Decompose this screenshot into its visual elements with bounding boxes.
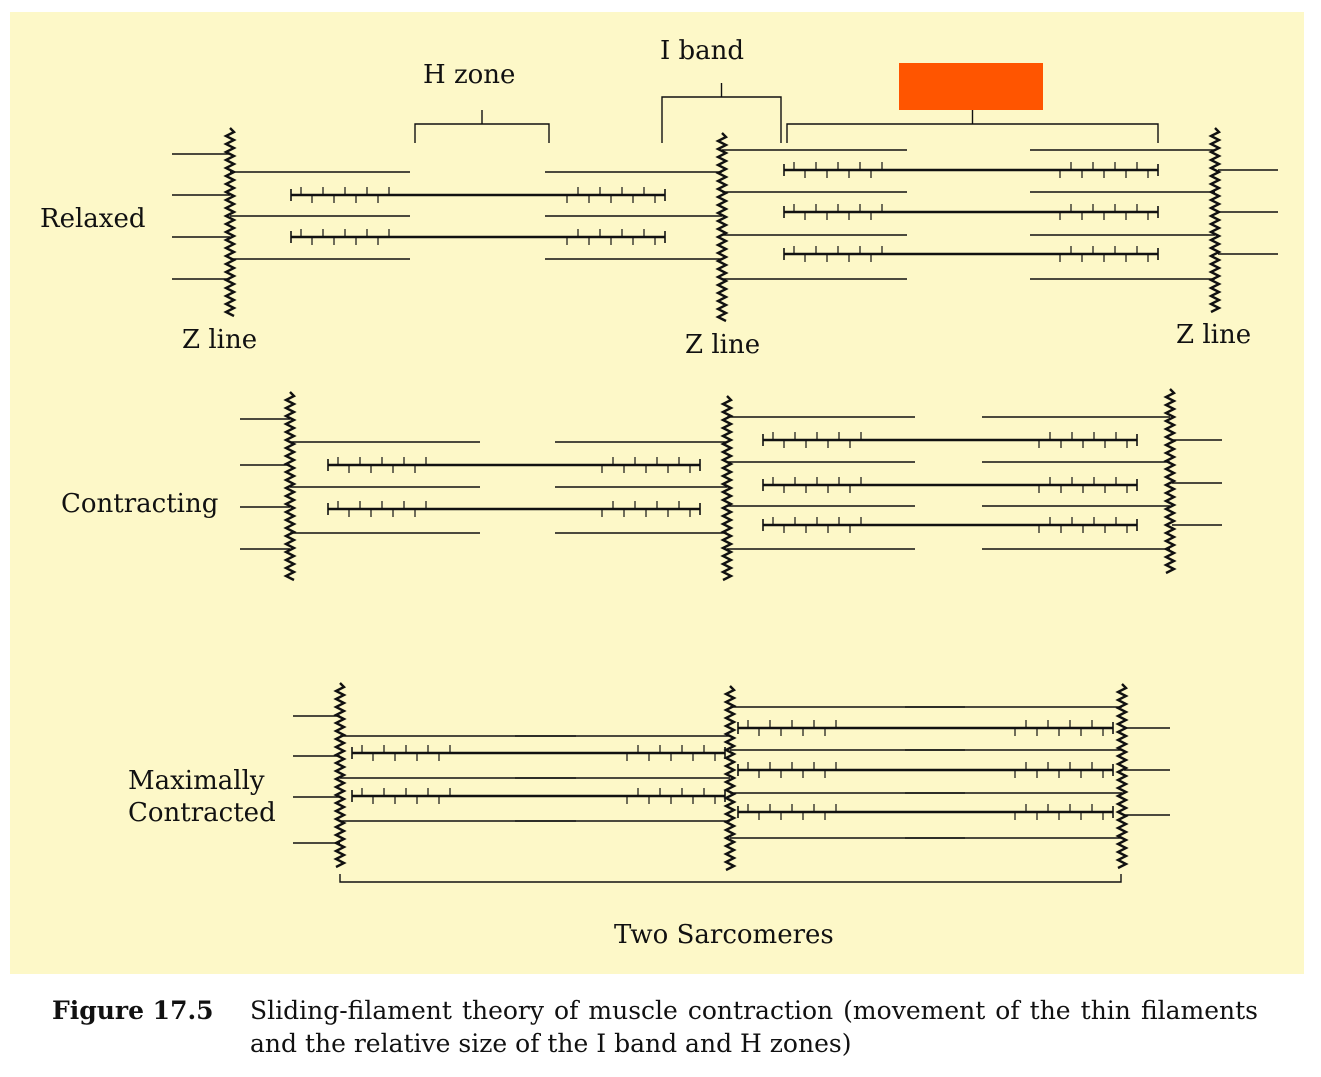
two-sarcomeres-bracket [339,874,1122,883]
z-line-label-right: Z line [1176,320,1252,350]
redacted-label-box [899,63,1043,110]
z-line-max-right [1115,683,1129,870]
relaxed-label: Relaxed [40,204,146,234]
caption-label: Figure 17.5 [52,996,214,1025]
z-line-contracting-right [1163,388,1177,575]
maximally-contracted-label-line1: Maximally [128,766,265,796]
z-line-label-middle: Z line [685,330,761,360]
maximally-contracted-label-line2: Contracted [128,798,276,828]
z-line-label-left: Z line [182,325,258,355]
z-line-relaxed-left [223,127,237,318]
two-sarcomeres-label: Two Sarcomeres [614,920,834,950]
sarcomere-diagram [172,63,1278,883]
i-band-label: I band [660,36,745,66]
h-zone-bracket [414,123,550,143]
z-line-contracting-left [283,391,297,582]
z-line-max-left [333,682,347,869]
figure-panel: H zone I band Relaxed Z line Z line Z li… [10,12,1304,974]
z-line-contracting-middle [720,395,734,582]
caption-text: Sliding-filament theory of muscle contra… [250,996,1258,1058]
z-line-relaxed-right [1208,127,1222,314]
z-line-max-middle [723,685,737,872]
contracting-label: Contracting [61,489,219,519]
z-line-relaxed-middle [715,132,729,323]
h-zone-label: H zone [423,60,516,90]
i-band-bracket [661,96,782,143]
redacted-label-bracket [786,123,1159,143]
